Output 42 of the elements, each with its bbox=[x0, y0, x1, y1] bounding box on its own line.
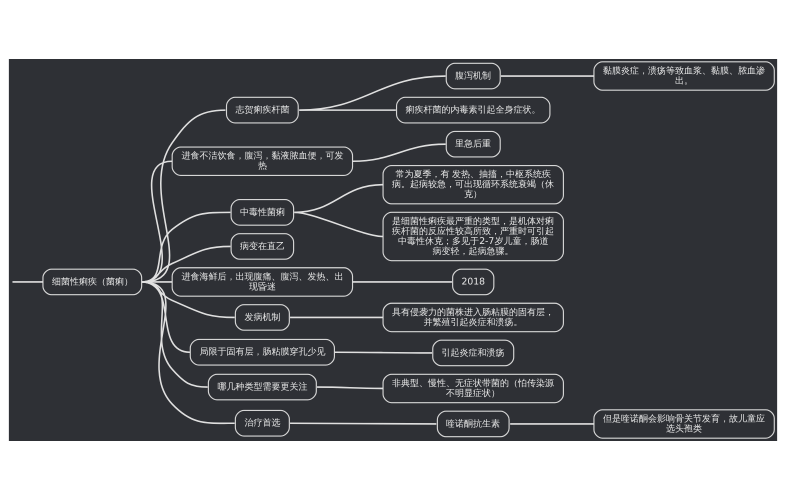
node-box: 是细菌性痢疾最严重的类型，是机体对痢疾杆菌的反应性较高所致，严重时可引起中毒性休克；多见于2-7岁儿童，肠道病变轻，起病急骤。 bbox=[382, 212, 564, 262]
node-box: 里急后重 bbox=[446, 130, 501, 158]
connector bbox=[142, 281, 235, 424]
connector bbox=[142, 281, 235, 318]
connector bbox=[142, 109, 226, 283]
connector bbox=[352, 143, 446, 162]
node-box: 腹泻机制 bbox=[446, 62, 501, 90]
connector bbox=[142, 246, 230, 283]
node-box: 但是喹诺酮会影响骨关节发育，故儿童应选头孢类 bbox=[593, 409, 775, 439]
connector bbox=[142, 281, 190, 354]
connector bbox=[142, 212, 230, 283]
node-box: 喹诺酮抗生素 bbox=[436, 410, 510, 438]
connector bbox=[299, 109, 396, 111]
node-box: 病变在直乙 bbox=[230, 233, 294, 260]
node-box: 2018 bbox=[452, 268, 494, 296]
node-box: 具有侵袭力的菌株进入肠粘膜的固有层，并繁殖引起炎症和溃疡。 bbox=[382, 302, 564, 332]
node-box: 治疗首选 bbox=[234, 410, 290, 437]
connector bbox=[12, 281, 43, 283]
node-box: 引起炎症和溃疡 bbox=[432, 340, 514, 366]
connector bbox=[141, 160, 172, 283]
connector bbox=[294, 212, 384, 238]
connector bbox=[510, 423, 594, 425]
connector bbox=[352, 281, 452, 283]
connector bbox=[500, 75, 594, 77]
connector bbox=[290, 316, 384, 318]
node-box: 痢疾杆菌的内毒素引起全身症状。 bbox=[396, 96, 550, 124]
node-box: 局限于固有层，肠粘膜穿孔少见 bbox=[190, 338, 335, 366]
connector bbox=[290, 422, 436, 425]
node-box: 中毒性菌痢 bbox=[230, 199, 294, 226]
node-box: 细菌性痢疾（菌痢） bbox=[42, 268, 142, 296]
node-box: 志贺痢疾杆菌 bbox=[226, 96, 299, 124]
node-box: 进食不洁饮食，腹泻，黏液脓血便，可发热 bbox=[172, 146, 354, 176]
node-box: 进食海鲜后，出现腹痛、腹泻、发热、出现昏迷 bbox=[172, 267, 354, 297]
node-box: 发病机制 bbox=[234, 304, 290, 331]
connector bbox=[299, 75, 446, 111]
node-box: 非典型、慢性、无症状带菌的（怕传染源不明显症状） bbox=[382, 374, 564, 404]
node-box: 黏膜炎症，溃疡等致血浆、黏膜、脓血渗出。 bbox=[593, 61, 775, 91]
node-box: 常为夏季，有 发热、抽搐，中枢系统疾病。起病较急，可出现循环系统衰竭（休克） bbox=[382, 164, 564, 204]
connector bbox=[142, 281, 208, 388]
connector bbox=[317, 386, 384, 390]
node-box: 哪几种类型需要更关注 bbox=[208, 374, 317, 400]
connector bbox=[334, 351, 432, 354]
